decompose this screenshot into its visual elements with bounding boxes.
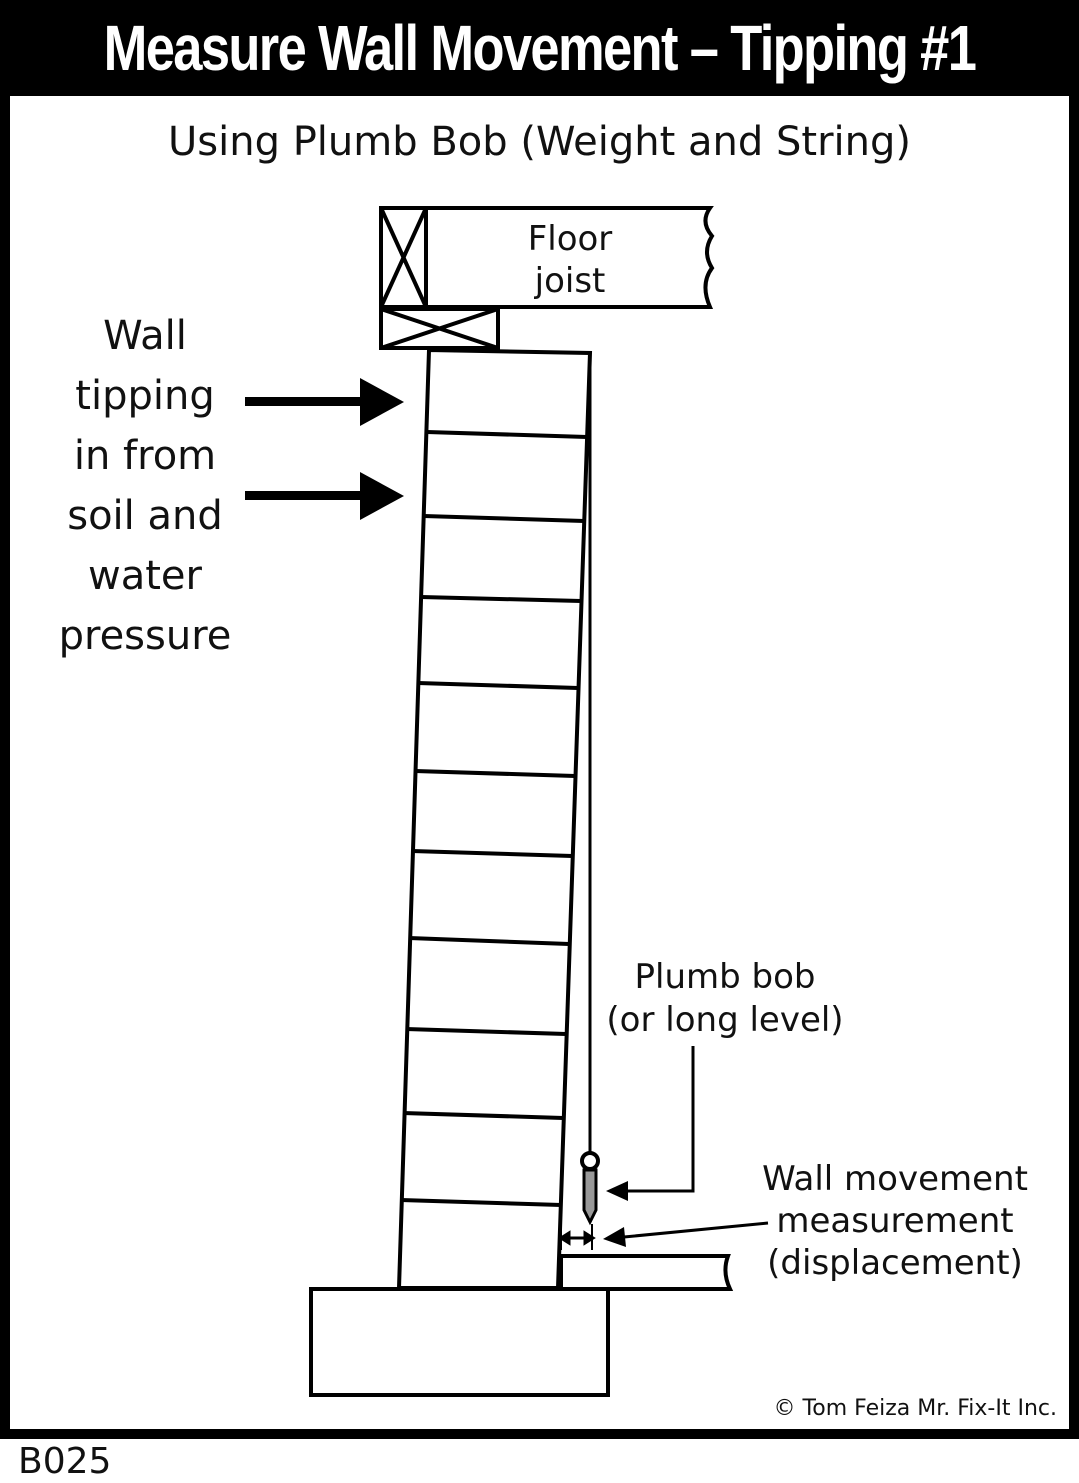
plumb-bob-leader xyxy=(606,1046,695,1201)
floor-slab xyxy=(559,1254,734,1291)
block-courses xyxy=(400,430,588,1207)
title-bar: Measure Wall Movement – Tipping #1 xyxy=(0,0,1079,96)
floor-joist-label-line: joist xyxy=(534,261,606,301)
wall-movement-leader xyxy=(603,1221,769,1247)
pressure-arrow-2 xyxy=(245,472,404,520)
diagram-code: B025 xyxy=(18,1441,112,1482)
wall-tipping-label-line: tipping xyxy=(75,373,215,419)
page-title: Measure Wall Movement – Tipping #1 xyxy=(103,12,977,84)
wall-tipping-label-line: Wall xyxy=(103,313,187,359)
plumb-bob-label-line: Plumb bob xyxy=(634,957,816,997)
floor-joist-label-line: Floor xyxy=(527,219,613,259)
wall-movement-label: Wall movement measurement (displacement) xyxy=(750,1158,1040,1284)
pressure-arrow-1 xyxy=(245,378,404,426)
displacement-marker xyxy=(558,1224,596,1250)
block-wall xyxy=(396,347,593,1290)
floor-joist-label: Floor joist xyxy=(470,218,670,302)
wall-tipping-label-line: pressure xyxy=(58,613,232,659)
plumb-bob xyxy=(580,353,600,1226)
wall-movement-label-line: (displacement) xyxy=(767,1243,1023,1283)
floor-joist xyxy=(379,206,715,309)
wall-tipping-label-line: water xyxy=(88,553,202,599)
wall-tipping-label-line: soil and xyxy=(67,493,223,539)
plumb-bob-label: Plumb bob (or long level) xyxy=(590,956,860,1042)
wall-movement-label-line: Wall movement xyxy=(762,1159,1028,1199)
wall-tipping-label-line: in from xyxy=(73,433,217,479)
wall-tipping-label: Wall tipping in from soil and water pres… xyxy=(30,306,260,666)
diagram-frame xyxy=(0,96,1079,1439)
wall-movement-label-line: measurement xyxy=(776,1201,1014,1241)
diagram-subtitle: Using Plumb Bob (Weight and String) xyxy=(168,119,911,165)
copyright-notice: © Tom Feiza Mr. Fix-It Inc. xyxy=(773,1396,1057,1421)
plumb-bob-label-line: (or long level) xyxy=(606,1000,844,1040)
footing xyxy=(309,1287,610,1397)
